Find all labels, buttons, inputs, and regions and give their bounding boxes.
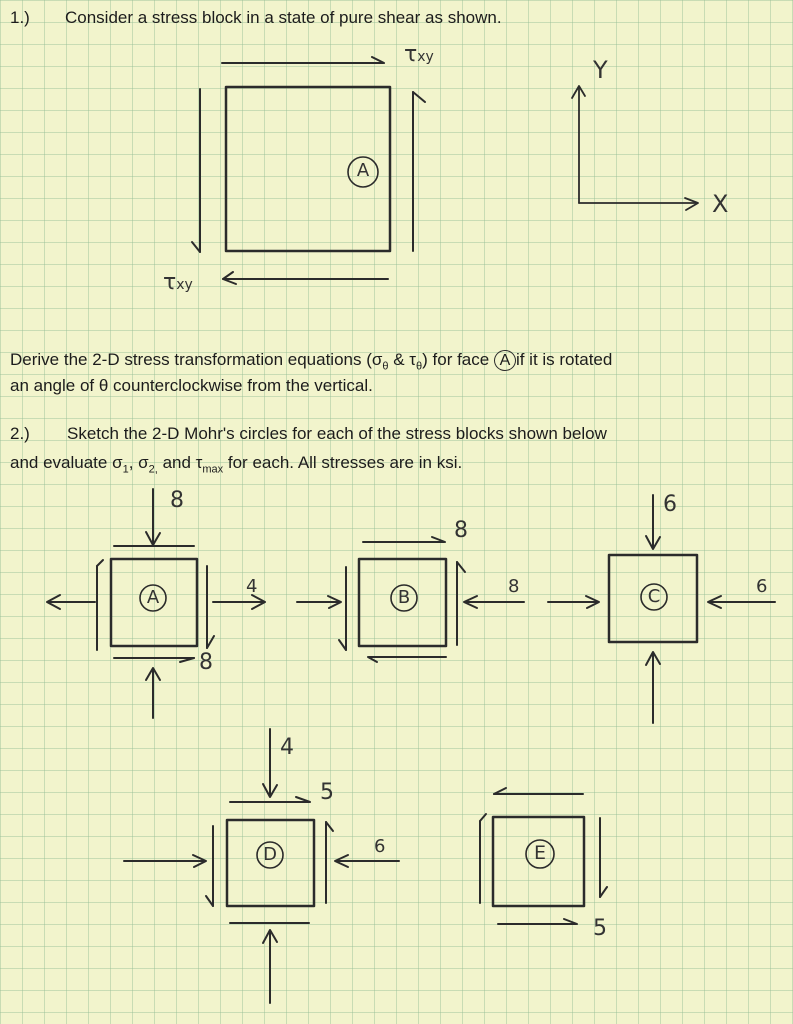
problem1-number: 1.) [10, 8, 30, 27]
block-A-top-value: 8 [170, 488, 184, 513]
problem2-number: 2.) [10, 424, 30, 443]
tau-xy-label-top: τxy [404, 42, 434, 67]
block-E-shear-value: 5 [593, 916, 607, 941]
block-B-label: B [397, 587, 411, 608]
block-C-top-value: 6 [663, 492, 677, 517]
pure-shear-block [191, 56, 426, 285]
block-D-right-value: 6 [374, 836, 386, 857]
block-E-label: E [533, 842, 546, 864]
face-A-label: A [356, 160, 370, 181]
coordinate-axes [571, 85, 699, 211]
block-B-right-value: 8 [508, 576, 520, 597]
block-C-right-value: 6 [756, 576, 768, 597]
problem2-line2: and evaluate σ1, σ2, and τmax for each. … [10, 453, 463, 476]
block-A-shear-value: 8 [199, 650, 213, 675]
block-B-shear-value: 8 [454, 518, 468, 543]
axis-y-label: Y [593, 56, 608, 84]
block-D [123, 728, 400, 1004]
block-D-label: D [263, 844, 277, 865]
block-A-right-value: 4 [246, 576, 258, 597]
block-D-top-value: 4 [280, 735, 294, 760]
tau-xy-label-bottom: τxy [163, 270, 193, 295]
problem1-statement: Consider a stress block in a state of pu… [65, 8, 502, 27]
block-A [46, 488, 266, 719]
block-A-label: A [146, 587, 160, 608]
axis-x-label: X [712, 190, 729, 218]
block-C-label: C [647, 586, 661, 607]
derive-line1: Derive the 2-D stress transformation equ… [10, 350, 613, 373]
block-C [547, 494, 776, 724]
block-E [479, 787, 608, 925]
derive-line2: an angle of θ counterclockwise from the … [10, 376, 373, 395]
block-B [296, 536, 525, 663]
block-D-shear-value: 5 [320, 780, 334, 805]
problem2-line1: Sketch the 2-D Mohr's circles for each o… [67, 424, 607, 443]
face-A-inline: A [493, 350, 516, 372]
